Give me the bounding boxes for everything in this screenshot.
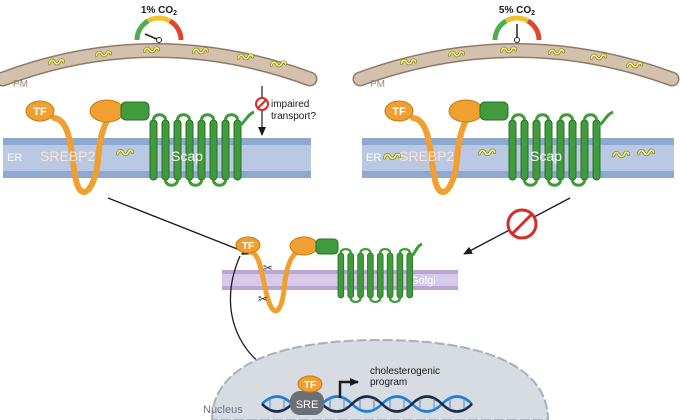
impaired-label-line2: transport? bbox=[271, 111, 316, 122]
scissors-icon: ✂ bbox=[258, 292, 268, 306]
golgi-complex: TF ✂ ✂ bbox=[235, 236, 423, 314]
pm-label-right: PM bbox=[370, 79, 385, 90]
gauge-left-yellow bbox=[146, 15, 172, 24]
inhibit-icon bbox=[506, 208, 538, 240]
gauge-left-label: 1% CO2 bbox=[141, 5, 177, 17]
golgi-label: Golgi bbox=[410, 275, 436, 287]
srebp2-regulatory-domain bbox=[89, 99, 125, 123]
scap-tail bbox=[595, 110, 614, 128]
tf-label: TF bbox=[242, 241, 254, 252]
co2-gauge-right: 5% CO2 bbox=[492, 5, 542, 43]
sre-label: SRE bbox=[296, 399, 319, 411]
gauge-right-pivot bbox=[514, 37, 520, 43]
gauge-left-green bbox=[134, 18, 150, 41]
srebp2-scap-complex-left: TF SREBP2 Scap bbox=[25, 99, 255, 195]
gauge-left-pivot bbox=[156, 37, 162, 43]
srebp2-regulatory-domain bbox=[289, 236, 319, 256]
program-label-line2: program bbox=[370, 377, 407, 388]
gauge-right-red bbox=[526, 18, 542, 41]
srebp2-scap-complex-right: TF SREBP2 Scap bbox=[383, 99, 655, 195]
impaired-label-line1: impaired bbox=[271, 99, 309, 110]
tf-domain bbox=[25, 100, 55, 122]
transcription-arrow bbox=[338, 378, 359, 398]
transcription-start: cholesterogenic program bbox=[338, 366, 440, 398]
pm-label-left: PM bbox=[13, 79, 28, 90]
no-entry-slash bbox=[257, 99, 267, 109]
tf-label: TF bbox=[33, 106, 47, 118]
scap-cytosolic-domain bbox=[120, 101, 150, 121]
scap-label: Scap bbox=[171, 148, 203, 164]
tf-bound bbox=[297, 375, 323, 393]
srebp2-chain bbox=[51, 107, 125, 195]
srebp2-chain bbox=[247, 247, 307, 314]
srebp2-regulatory-domain bbox=[448, 99, 484, 123]
flow-arrow-left-to-golgi bbox=[107, 197, 251, 255]
scap-cytosolic-domain bbox=[315, 238, 339, 255]
er-membrane-right: ER bbox=[362, 138, 674, 178]
er-label-left: ER bbox=[7, 152, 22, 164]
er-label-right: ER bbox=[366, 152, 381, 164]
scissors-icon: ✂ bbox=[263, 261, 273, 275]
scap-tail bbox=[409, 242, 423, 258]
nucleus-label: Nucleus bbox=[203, 404, 243, 416]
tf-label: TF bbox=[304, 380, 316, 391]
srebp2-chain bbox=[410, 107, 484, 195]
srebp2-label: SREBP2 bbox=[40, 148, 95, 164]
scap-cytosolic-domain bbox=[479, 101, 509, 121]
gauge-right-yellow bbox=[504, 15, 530, 24]
sre-box bbox=[290, 391, 324, 415]
tf-domain bbox=[384, 100, 414, 122]
impaired-transport-annotation: impaired transport? bbox=[255, 86, 316, 136]
plasma-membrane-left: PM bbox=[0, 43, 318, 90]
scap-tail bbox=[236, 110, 255, 128]
tf-label: TF bbox=[392, 106, 406, 118]
scap-label: Scap bbox=[530, 148, 562, 164]
co2-gauge-left: 1% CO2 bbox=[134, 5, 184, 43]
gauge-left-red bbox=[168, 18, 184, 41]
program-label-line1: cholesterogenic bbox=[370, 366, 440, 377]
dna-base-pairs bbox=[269, 399, 465, 409]
plasma-membrane-right: PM bbox=[352, 43, 680, 90]
gauge-right-label: 5% CO2 bbox=[499, 5, 535, 17]
srebp2-label: SREBP2 bbox=[399, 148, 454, 164]
gauge-right-green bbox=[492, 18, 508, 41]
tf-domain bbox=[235, 236, 261, 254]
sre-element: SRE TF bbox=[290, 375, 324, 415]
